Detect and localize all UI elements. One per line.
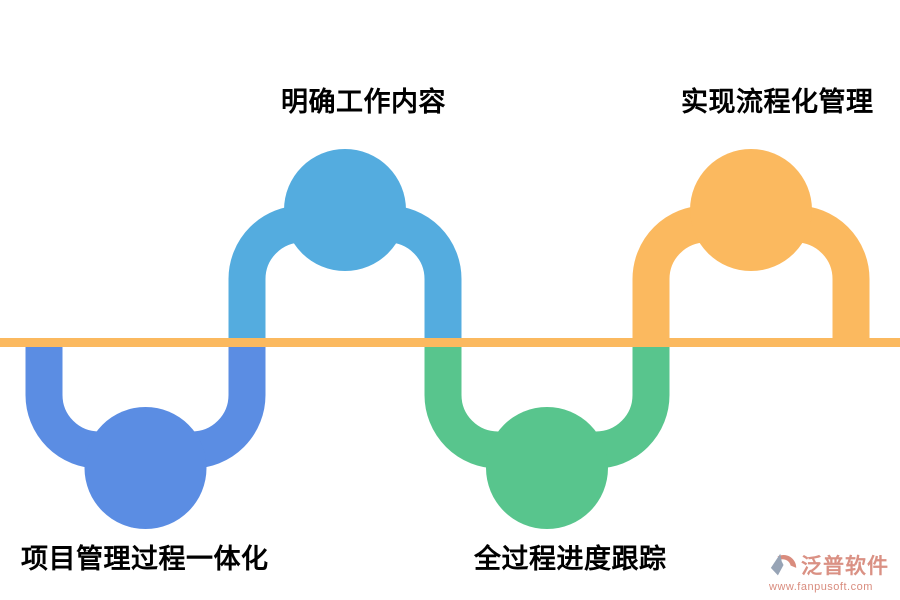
baseline [0,338,900,347]
node-circle-top-right [690,149,812,271]
node-bottom-left [25,341,266,529]
node-circle-bottom-middle [486,407,608,529]
node-label-top-left: 明确工作内容 [281,87,446,117]
node-label-bottom-left: 项目管理过程一体化 [21,544,269,574]
node-top-left [228,149,462,344]
node-label-top-right: 实现流程化管理 [681,87,874,117]
node-top-right [632,149,870,344]
node-label-bottom-middle: 全过程进度跟踪 [474,544,667,574]
watermark: 泛普软件 www.fanpusoft.com [769,550,899,593]
watermark-url-text: www.fanpusoft.com [769,581,873,593]
watermark-brand-row: 泛普软件 [769,550,899,580]
node-bottom-middle [424,341,670,529]
node-circle-bottom-left [84,407,207,529]
watermark-brand-text: 泛普软件 [801,555,889,578]
node-circle-top-left [284,149,406,271]
fanpu-logo-icon [770,553,797,576]
